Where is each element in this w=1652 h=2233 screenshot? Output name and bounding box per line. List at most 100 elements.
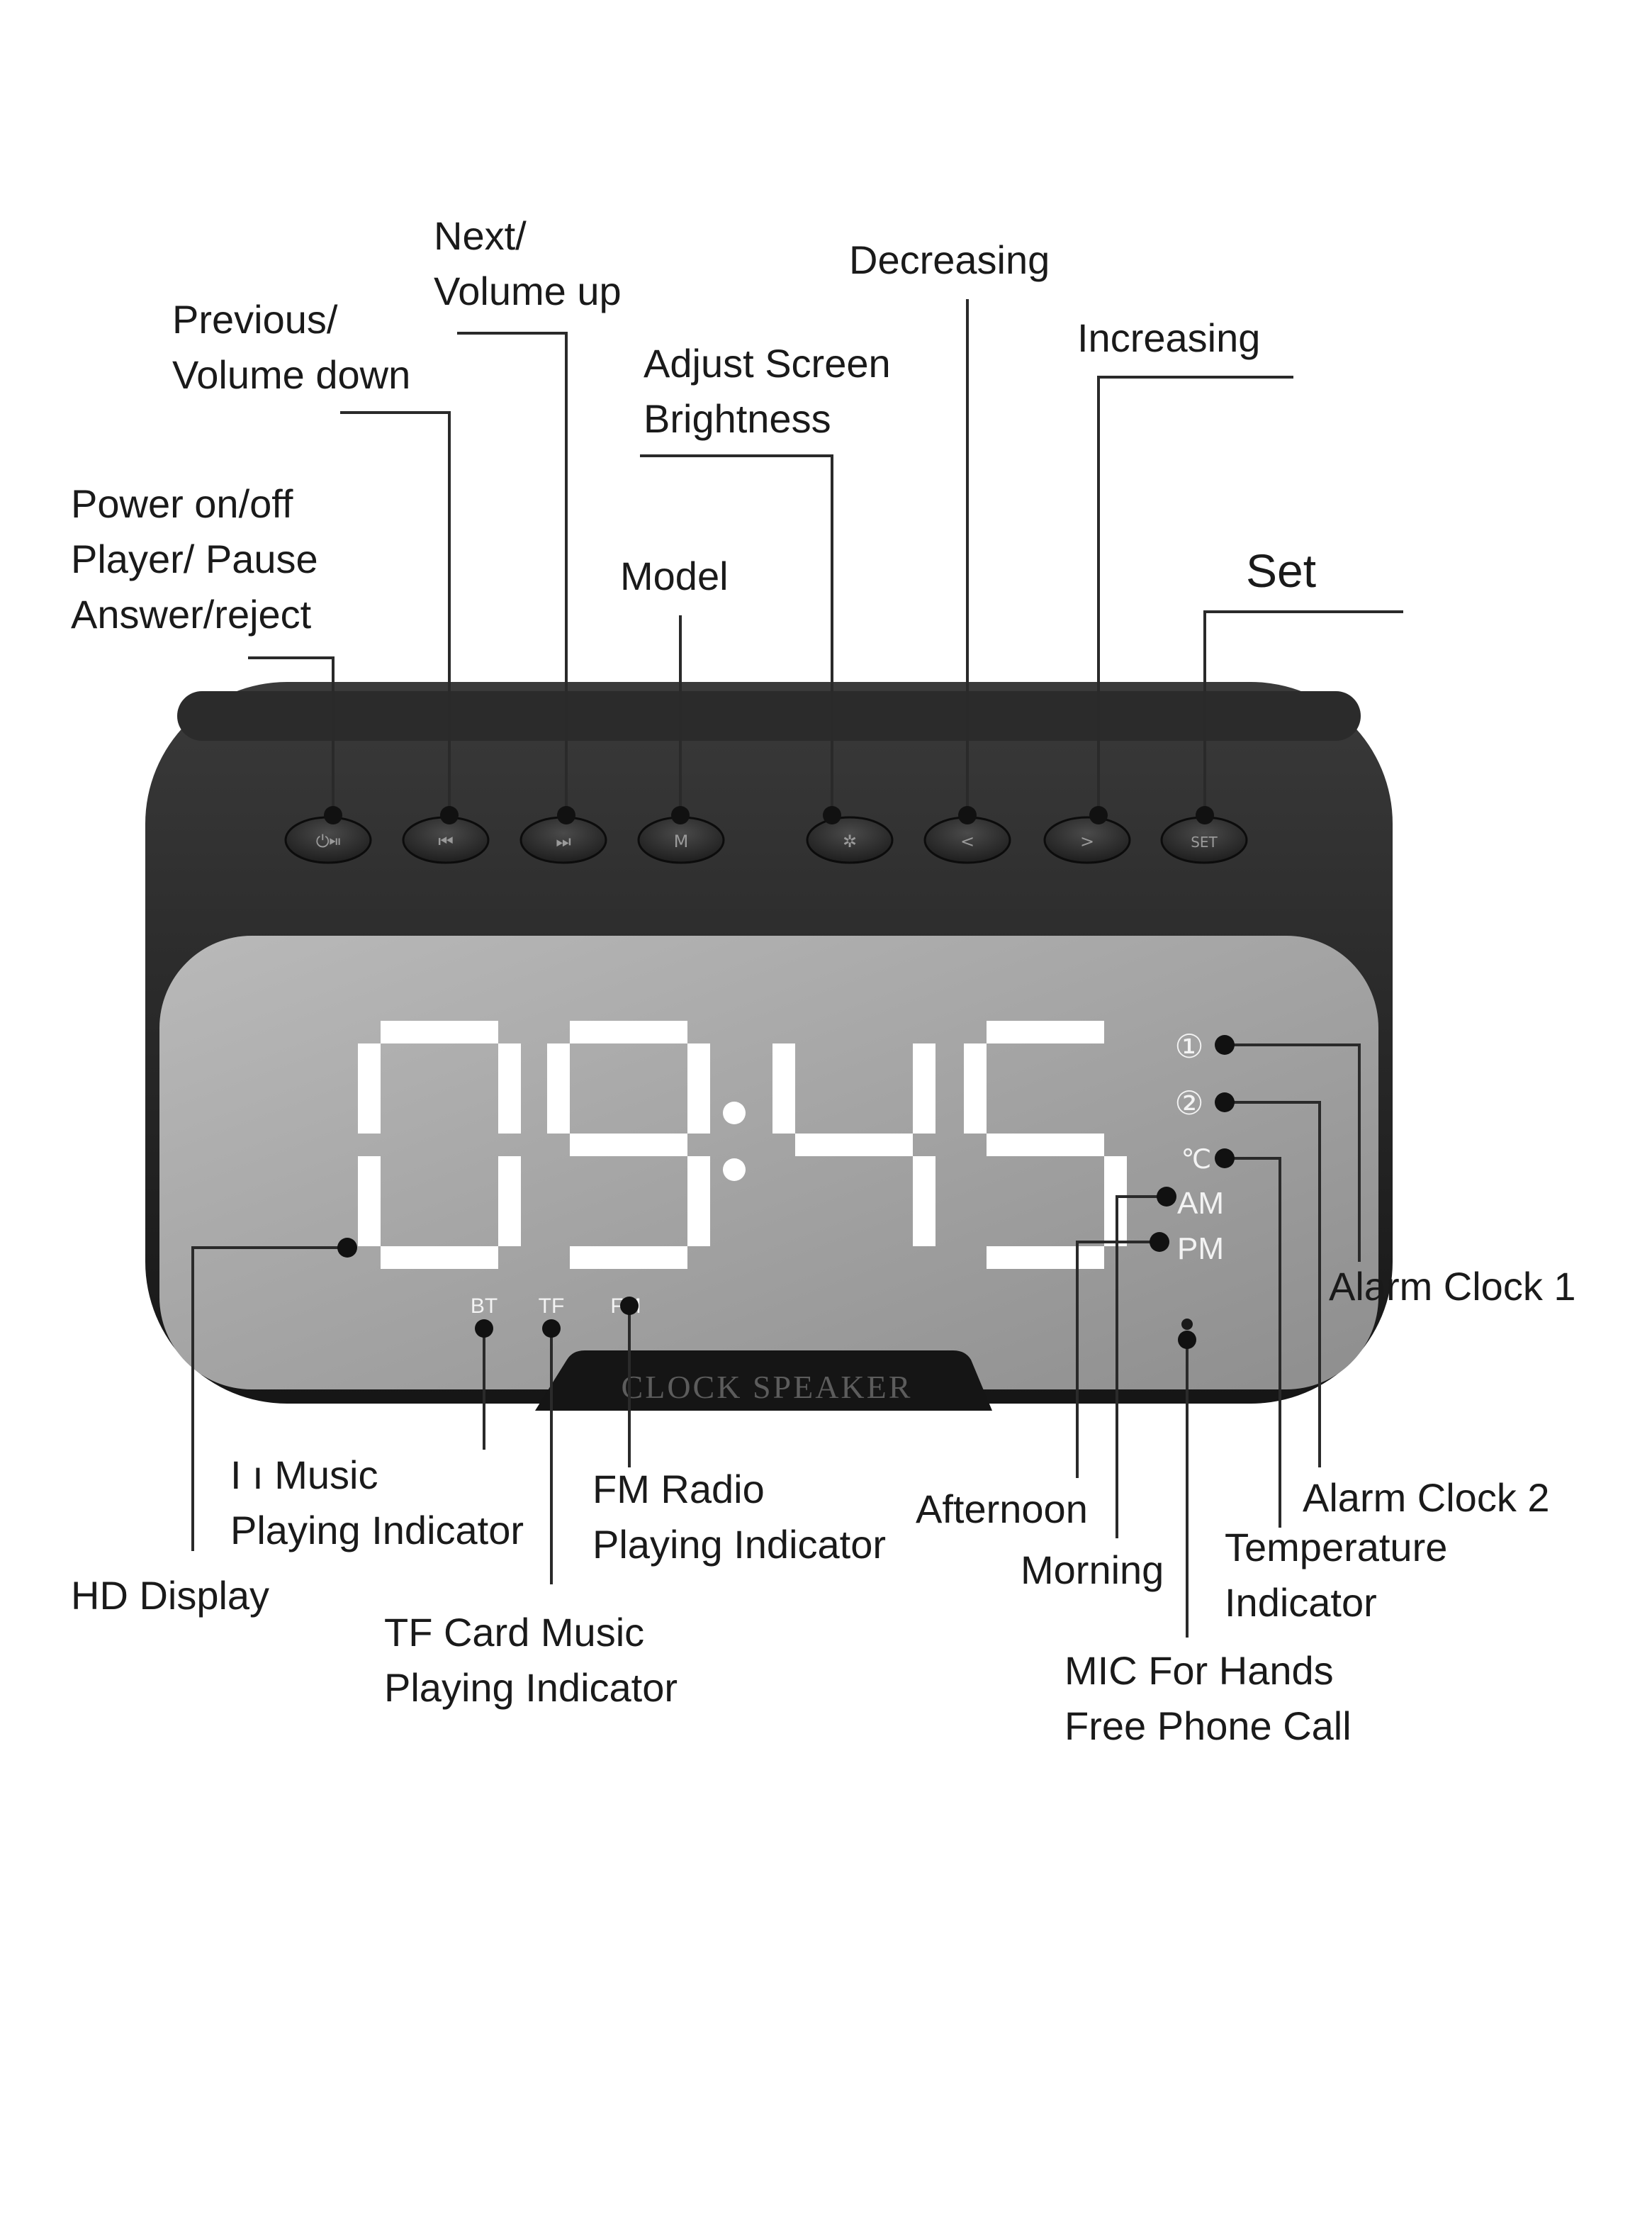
decrease-icon: < [960,832,974,851]
button-shell[interactable] [1043,816,1131,864]
power-play-pause-button[interactable]: ⏻⏯ [284,816,372,864]
callout-decreasing: Decreasing [849,233,1050,288]
callout-line: Adjust Screen [644,341,891,386]
previous-button[interactable]: ⏮ [402,816,490,864]
leader-morning [1116,1195,1165,1538]
led-segment-d [987,1246,1104,1269]
mode-button[interactable]: M [637,816,725,864]
brand-text: CLOCK SPEAKER [622,1369,913,1405]
dot-fm [620,1297,639,1315]
dot-previous [440,806,459,824]
leader-set [1203,610,1403,814]
temperature-indicator: ℃ [1181,1143,1212,1175]
dot-increasing [1089,806,1108,824]
mirror-screen [159,936,1378,1389]
dot-hd-display [337,1238,357,1258]
led-segment-f [772,1043,795,1134]
increase-icon: > [1080,832,1094,851]
callout-alarm-clock-2: Alarm Clock 2 [1303,1470,1550,1526]
callout-line: I ı Music [230,1453,378,1497]
alarm-2-icon: ② [1174,1084,1203,1122]
decrease-button[interactable]: < [923,816,1011,864]
callout-line: Indicator [1225,1580,1377,1625]
button-shell[interactable] [806,816,894,864]
leader-dots [324,806,1235,1349]
dot-bt [475,1319,493,1338]
led-segment-g [987,1134,1104,1156]
dot-decreasing [958,806,977,824]
tf-indicator: TF [539,1294,565,1318]
callout-afternoon: Afternoon [916,1482,1088,1537]
dot-mic [1178,1331,1196,1349]
led-segment-c [498,1156,521,1246]
am-indicator: AM [1177,1186,1224,1221]
callout-line: Next/ [434,213,527,258]
dot-afternoon [1150,1232,1169,1252]
leader-alarm-2 [1225,1101,1321,1467]
led-time-display [358,1021,1127,1269]
led-segment-f [547,1043,570,1134]
callout-line: Temperature [1225,1525,1448,1569]
leader-alarm-1 [1225,1043,1361,1262]
callout-hd-display: HD Display [71,1568,269,1623]
dot-alarm-1 [1215,1035,1235,1055]
callout-line: Brightness [644,396,831,441]
dot-model [671,806,690,824]
mic-hole [1181,1319,1193,1330]
led-segment-f [964,1043,987,1134]
bt-indicator: BT [471,1294,498,1318]
minute-tens-digit [772,1043,935,1246]
next-icon: ⏭ [556,832,571,851]
hour-ones-digit [547,1021,710,1269]
led-segment-e [358,1156,381,1246]
callout-morning: Morning [1021,1543,1164,1598]
set-button[interactable]: SET [1160,816,1248,864]
brightness-icon: ✲ [843,832,857,851]
dot-temperature [1215,1148,1235,1168]
mode-icon: M [674,832,689,851]
power-play-pause-icon: ⏻⏯ [316,832,340,851]
callout-line: Free Phone Call [1064,1703,1352,1748]
callout-line: Player/ Pause [71,537,318,581]
led-segment-b [498,1043,521,1134]
led-segment-a [381,1021,498,1043]
callout-line: Model [620,554,729,598]
callout-line: TF Card Music [384,1610,645,1655]
leader-temperature [1225,1157,1281,1528]
callout-increasing: Increasing [1077,310,1260,366]
led-segment-f [358,1043,381,1134]
next-button[interactable]: ⏭ [519,816,607,864]
led-segment-b [687,1043,710,1134]
led-segment-c [913,1156,935,1246]
dot-brightness [823,806,841,824]
callout-line: Answer/reject [71,592,312,637]
callout-line: Volume up [434,269,622,313]
alarm-2-indicator: ② [1174,1084,1203,1122]
led-segment-c [687,1156,710,1246]
colon-dot [723,1102,746,1124]
speaker-base-tab [535,1350,992,1411]
alarm-1-icon: ① [1174,1027,1203,1065]
brightness-button[interactable]: ✲ [806,816,894,864]
leader-hd-display [191,1246,347,1551]
callout-line: Playing Indicator [230,1508,524,1552]
dot-set [1196,806,1214,824]
callout-line: Set [1246,544,1317,597]
colon-dot [723,1158,746,1181]
callout-line: Morning [1021,1548,1164,1592]
leader-afternoon [1076,1241,1158,1478]
dot-morning [1157,1187,1176,1207]
callout-line: Decreasing [849,237,1050,282]
dot-next [557,806,575,824]
leader-power [248,656,335,814]
leader-brightness [640,454,833,814]
increase-button[interactable]: > [1043,816,1131,864]
callout-model: Model [620,549,729,604]
dot-power [324,806,342,824]
callout-next: Next/Volume up [434,208,622,319]
